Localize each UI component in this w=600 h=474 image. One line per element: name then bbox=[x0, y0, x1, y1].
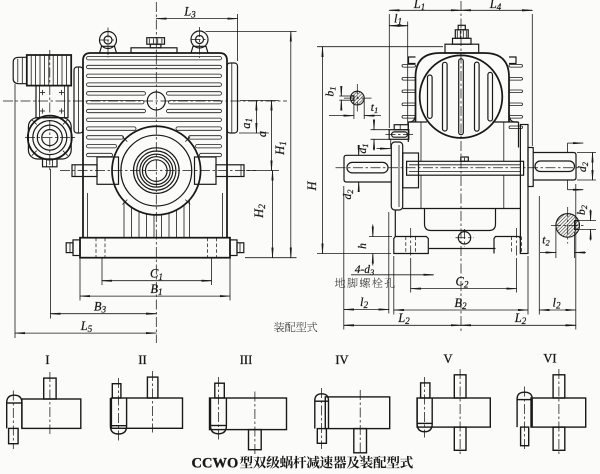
dim-label-L4: L4 bbox=[489, 0, 502, 12]
dim-label-H2: H2 bbox=[252, 204, 267, 219]
side-dimensions: L1 L4 l1 H b1 t1 d1 d2 d2 b2 t2 h C2 B2 … bbox=[305, 0, 596, 330]
gear-case-body bbox=[82, 37, 228, 238]
variant-label-2: II bbox=[138, 353, 146, 367]
output-bearing-front bbox=[111, 125, 202, 216]
caption-latin: CCWO bbox=[192, 456, 239, 472]
cooling-fins-side bbox=[401, 64, 523, 129]
dim-label-h: h bbox=[357, 243, 369, 249]
dim-label-d2: d2 bbox=[342, 189, 355, 200]
assembly-variant-I bbox=[6, 372, 82, 449]
dim-label-L2-right: L2 bbox=[514, 311, 527, 326]
dim-label-l1: l1 bbox=[394, 12, 402, 27]
dim-label-a: a bbox=[255, 131, 269, 137]
variant-label-4: IV bbox=[335, 353, 348, 367]
front-view bbox=[3, 2, 287, 343]
wheel-housing-circle bbox=[418, 54, 504, 139]
note-4d3: 4-d3 bbox=[355, 264, 375, 277]
dim-label-l2-left: l2 bbox=[360, 295, 368, 310]
caption-cjk-glyphs bbox=[239, 455, 413, 469]
pedestal-fins bbox=[123, 199, 190, 238]
eye-bolt-left bbox=[98, 30, 118, 54]
dim-label-B2: B2 bbox=[454, 296, 467, 311]
dim-label-t2: t2 bbox=[542, 235, 550, 248]
output-shaft-front bbox=[71, 156, 245, 185]
variant-label-5: V bbox=[443, 352, 452, 366]
input-shaft-section bbox=[349, 90, 365, 106]
cooling-fins-front bbox=[86, 56, 222, 158]
variant-label-1: I bbox=[45, 353, 49, 367]
side-view bbox=[335, 1, 585, 333]
dim-label-l2-right: l2 bbox=[552, 296, 560, 311]
assembly-variant-VI bbox=[516, 369, 587, 457]
first-stage-worm-housing bbox=[12, 54, 73, 168]
dim-label-H: H bbox=[305, 181, 319, 192]
base-plate-front bbox=[65, 236, 245, 259]
variant-label-3: III bbox=[240, 353, 253, 367]
eye-bolt-right bbox=[190, 30, 209, 54]
assembly-variant-III bbox=[208, 377, 288, 456]
assembly-variant-V bbox=[416, 369, 492, 457]
dim-label-L5: L5 bbox=[80, 319, 93, 334]
dim-label-b2: b2 bbox=[576, 204, 589, 215]
dim-label-H1: H1 bbox=[273, 141, 288, 156]
oil-plug-boss bbox=[146, 91, 166, 111]
dim-label-B1: B1 bbox=[150, 282, 162, 297]
output-shaft-section bbox=[555, 213, 581, 238]
dim-label-B3: B3 bbox=[94, 300, 107, 315]
lower-housing-side bbox=[390, 112, 534, 255]
figure-caption: CCWO bbox=[191, 455, 413, 472]
dim-label-a1: a1 bbox=[239, 118, 254, 129]
dim-label-d2: d2 bbox=[577, 161, 590, 172]
gear-case-side bbox=[407, 24, 517, 122]
dim-label-L3: L3 bbox=[183, 5, 196, 20]
worm-end-cap-left bbox=[73, 66, 84, 134]
output-shaft-side-right bbox=[533, 151, 577, 181]
dim-label-C2: C2 bbox=[456, 275, 469, 290]
dim-label-d1: d1 bbox=[357, 144, 370, 154]
variant-label-6: VI bbox=[543, 352, 556, 366]
dim-label-L2-left: L2 bbox=[397, 311, 410, 326]
label-assembly-type bbox=[274, 321, 318, 333]
dim-label-b1: b1 bbox=[325, 87, 338, 97]
dim-label-L1: L1 bbox=[413, 0, 426, 12]
assembly-variant-IV bbox=[314, 388, 391, 459]
assembly-variant-II bbox=[109, 371, 184, 441]
dim-label-t1: t1 bbox=[371, 102, 378, 115]
front-dimensions: L3 a1 a H2 H1 C1 B1 B3 L5 bbox=[15, 4, 297, 338]
input-shaft-stub bbox=[388, 124, 410, 140]
worm-end-cap-right bbox=[226, 62, 239, 134]
dim-label-C1: C1 bbox=[150, 267, 163, 282]
output-shaft-side-left bbox=[343, 154, 392, 183]
